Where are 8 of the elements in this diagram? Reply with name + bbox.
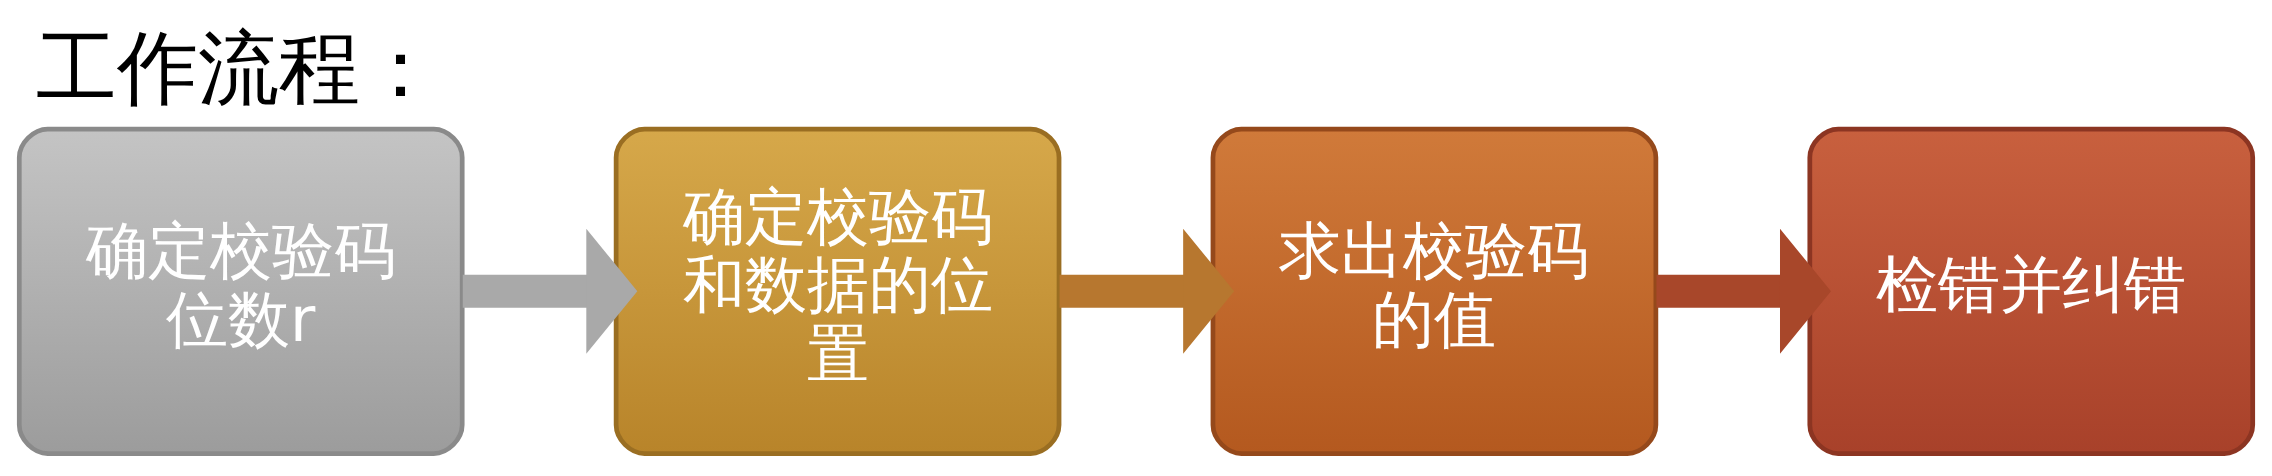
arrow [1656,228,1831,354]
arrow [462,228,638,354]
node-box: 确定校验码位数r [16,126,465,456]
diagram-title: 工作流程： [35,21,441,116]
node-box: 求出校验码的值 [1210,126,1659,456]
node-box: 检错并纠错 [1807,126,2256,456]
arrow [1059,228,1235,354]
node-box: 确定校验码和数据的位置 [613,126,1062,456]
